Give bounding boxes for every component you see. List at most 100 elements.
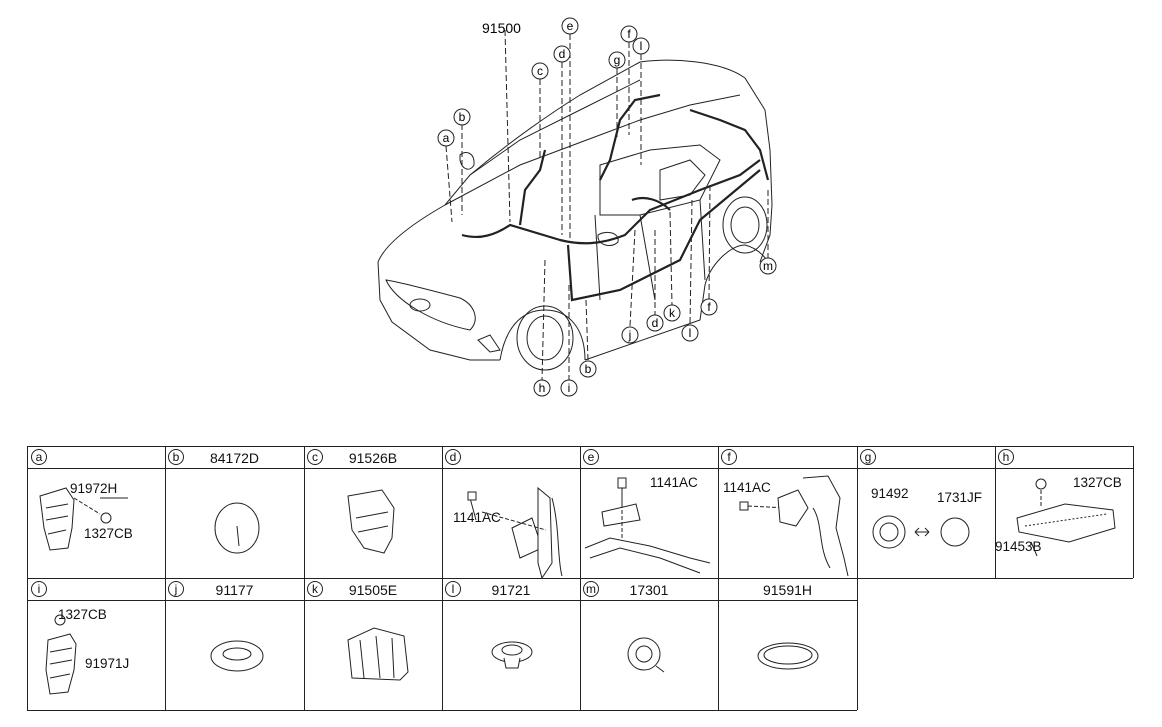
table-col-divider (580, 578, 581, 710)
callout-b: b (579, 360, 597, 378)
part-drawing (627, 637, 665, 673)
table-col-divider (304, 446, 305, 578)
cell-letter: b (168, 449, 184, 465)
cell-header: m 17301 (580, 578, 718, 601)
part-number: 84172D (209, 450, 260, 466)
callout-letter: f (707, 300, 711, 314)
part-number: 91721 (491, 582, 531, 598)
cell-letter: m (583, 581, 599, 597)
cell-letter: j (168, 581, 184, 597)
cell-letter: e (583, 449, 599, 465)
table-col-divider (165, 446, 166, 578)
parts-cell-c: c 91526B (304, 446, 442, 578)
callout-k: k (663, 304, 681, 322)
callout-letter: b (585, 362, 592, 376)
table-col-divider (718, 578, 719, 710)
part-drawing (739, 475, 849, 577)
cell-header: f (718, 446, 857, 469)
parts-cell-e: e 1141AC (580, 446, 718, 578)
cell-header: c 91526B (304, 446, 442, 469)
cell-letter: d (445, 449, 461, 465)
part-drawing (757, 642, 819, 670)
callout-letter: d (559, 47, 566, 61)
table-col-divider (857, 446, 858, 578)
part-label: 1731JF (937, 490, 983, 505)
table-col-divider (580, 446, 581, 578)
table-col-divider (27, 578, 28, 710)
table-col-divider (442, 578, 443, 710)
table-col-divider (27, 446, 28, 578)
callout-b: b (453, 108, 471, 126)
part-drawing (1016, 478, 1116, 557)
callout-letter: l (640, 39, 643, 53)
part-drawing (347, 489, 395, 554)
parts-cell-m: m 17301 (580, 578, 718, 710)
table-col-divider (718, 446, 719, 578)
callout-l: l (681, 324, 699, 342)
callout-a: a (437, 129, 455, 147)
part-drawing (872, 515, 970, 549)
callout-letter: j (628, 328, 632, 342)
callout-i: i (560, 379, 578, 397)
callout-letter: l (689, 326, 692, 340)
callout-l: l (632, 37, 650, 55)
callout-letter: d (652, 316, 659, 330)
part-number: 17301 (629, 582, 669, 598)
part-drawing (45, 614, 77, 695)
callout-c: c (531, 62, 549, 80)
cell-header: l 91721 (442, 578, 580, 601)
cell-header: d (442, 446, 580, 469)
part-number: 91177 (215, 582, 254, 598)
callout-letter: b (459, 110, 466, 124)
cell-letter: g (860, 449, 876, 465)
parts-cell-h: h 1327CB 91453B (995, 446, 1133, 578)
callout-e: e (561, 17, 579, 35)
callout-m: m (759, 257, 777, 275)
cell-letter: l (445, 581, 461, 597)
wiring-harness (461, 93, 770, 302)
callout-h: h (533, 379, 551, 397)
callout-letter: e (567, 19, 574, 33)
cell-header: e (580, 446, 718, 469)
parts-cell-g: g 91492 1731JF (857, 446, 995, 578)
part-label: 91453B (995, 539, 1042, 554)
main-part-number: 91500 (482, 20, 521, 36)
cell-header: h (995, 446, 1133, 469)
part-label: 1141AC (650, 475, 698, 490)
table-col-divider (1133, 446, 1134, 578)
cell-letter: a (31, 449, 47, 465)
callout-letter: m (763, 259, 773, 273)
part-number: 91526B (348, 450, 398, 466)
table-col-divider (995, 446, 996, 578)
part-drawing (467, 486, 563, 578)
table-col-divider (857, 578, 858, 710)
part-label: 91492 (871, 486, 909, 501)
part-number: 91591H (762, 582, 813, 598)
part-label: 91972H (70, 481, 118, 496)
callout-letter: k (669, 306, 676, 320)
callout-j: j (621, 326, 639, 344)
parts-cell-l: l 91721 (442, 578, 580, 710)
part-drawing (214, 502, 260, 554)
cell-header: g (857, 446, 995, 469)
table-col-divider (165, 578, 166, 710)
part-label: 1327CB (58, 607, 107, 622)
callout-letter: a (443, 131, 450, 145)
part-drawing (584, 477, 711, 574)
cell-header: j 91177 (165, 578, 304, 601)
part-label: 91971J (85, 656, 130, 671)
callout-d: d (553, 45, 571, 63)
part-label: 1327CB (1073, 475, 1122, 490)
callout-letter: c (537, 64, 543, 78)
cell-letter: c (307, 449, 323, 465)
parts-cell-j: j 91177 (165, 578, 304, 710)
cell-letter: i (31, 581, 47, 597)
cell-header: a (28, 446, 165, 469)
callout-letter: g (614, 53, 621, 67)
table-col-divider (304, 578, 305, 710)
